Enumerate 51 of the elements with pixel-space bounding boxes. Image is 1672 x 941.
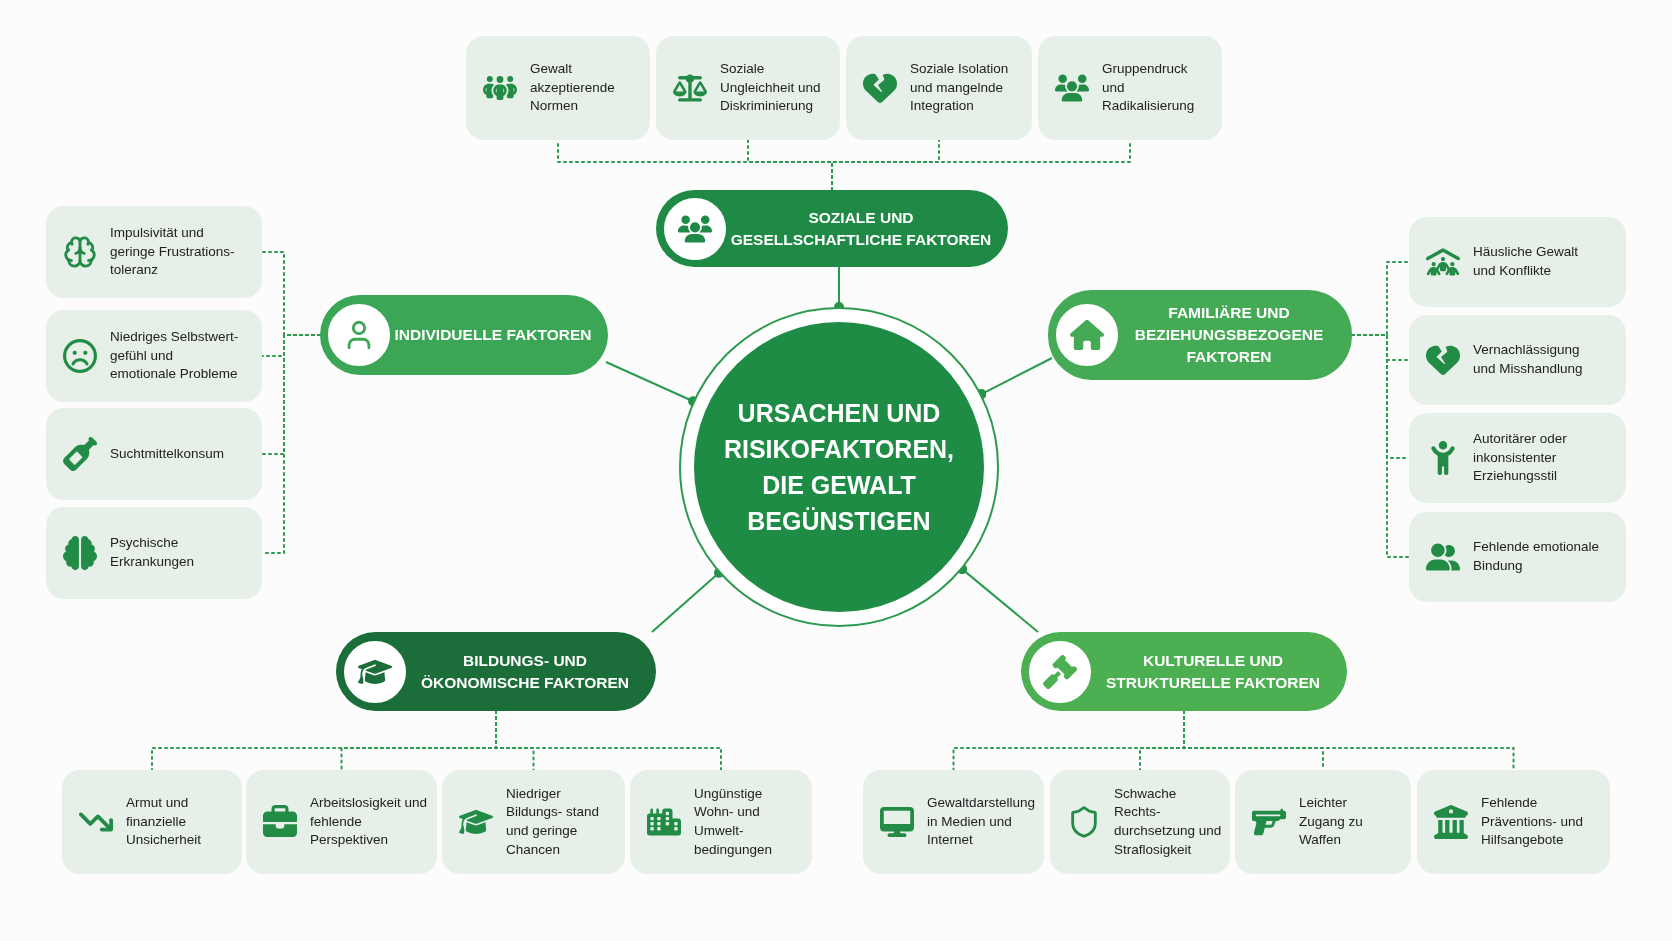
factor-label: Niedriges Selbstwert- gefühl und emotionale Probleme (110, 328, 240, 384)
factor-card (246, 770, 437, 874)
category-pill (1048, 290, 1352, 380)
category-label: KULTURELLE UND STRUKTURELLE FAKTOREN (1104, 650, 1322, 693)
factor-card (1409, 512, 1626, 602)
factor-card (442, 770, 625, 874)
category-label: FAMILIÄRE UND BEZIEHUNGSBEZOGENE FAKTOREN (1133, 303, 1325, 367)
factor-label: Psychische Erkrankungen (110, 534, 196, 571)
factor-label: Gewalt akzeptierende Normen (530, 60, 616, 116)
factor-card (1038, 36, 1222, 140)
factor-card (46, 206, 262, 298)
factor-label: Vernachlässigung und Misshandlung (1473, 341, 1584, 378)
factor-label: Ungünstige Wohn- und Umwelt- bedingungen (694, 784, 774, 859)
factor-label: Impulsivität und geringe Frustrations- toleranz (110, 224, 236, 280)
category-label: INDIVIDUELLE FAKTOREN (393, 325, 593, 346)
factor-label: Suchtmittelkonsum (110, 444, 225, 463)
connector-line (651, 567, 725, 633)
factor-card (656, 36, 840, 140)
factor-label: Gruppendruck und Radikalisierung (1102, 60, 1196, 116)
factor-card (1050, 770, 1230, 874)
dotted-connector (1351, 334, 1410, 558)
factor-label: Autoritärer oder inkonsistenter Erziehungsstil (1473, 430, 1568, 486)
factor-card (1417, 770, 1610, 874)
factor-label: Soziale Ungleichheit und Diskriminierung (720, 60, 822, 116)
factor-card (62, 770, 242, 874)
factor-card (846, 36, 1032, 140)
category-label: BILDUNGS- UND ÖKONOMISCHE FAKTOREN (419, 650, 631, 693)
category-label: SOZIALE UND GESELLSCHAFTLICHE FAKTOREN (729, 207, 993, 250)
factor-card (863, 770, 1044, 874)
factor-card (1409, 217, 1626, 307)
factor-label: Niedriger Bildungs- stand und geringe Chancen (506, 784, 601, 859)
factor-label: Arbeitslosigkeit und fehlende Perspektiven (310, 794, 429, 850)
factor-card (46, 507, 262, 599)
factor-label: Häusliche Gewalt und Konflikte (1473, 243, 1580, 280)
factor-card (1409, 315, 1626, 405)
factor-label: Fehlende emotionale Bindung (1473, 538, 1601, 575)
factor-card (466, 36, 650, 140)
factor-card (1409, 413, 1626, 503)
factor-card (1235, 770, 1411, 874)
dotted-connector (495, 710, 722, 771)
factor-label: Armut und finanzielle Unsicherheit (126, 794, 203, 850)
factor-card (46, 408, 262, 500)
factor-card (46, 310, 262, 402)
center-title: URSACHEN UND RISIKOFAKTOREN, DIE GEWALT BEGÜNSTIGEN (722, 397, 956, 538)
factor-label: Schwache Rechts- durchsetzung und Straflosigkeit (1114, 784, 1222, 859)
factor-label: Soziale Isolation und mangelnde Integration (910, 60, 1010, 116)
factor-label: Leichter Zugang zu Waffen (1299, 794, 1364, 850)
connector-line (957, 564, 1039, 633)
factor-card (630, 770, 812, 874)
factor-label: Fehlende Präventions- und Hilfsangebote (1481, 794, 1585, 850)
factor-label: Gewaltdarstellung in Medien und Internet (927, 794, 1035, 850)
